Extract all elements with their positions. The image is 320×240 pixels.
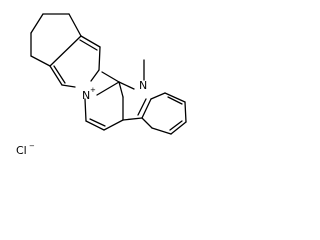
bond xyxy=(80,35,101,48)
bond xyxy=(150,92,166,100)
bond xyxy=(30,13,44,34)
chloride-label: Cl xyxy=(16,144,27,157)
bond xyxy=(151,127,172,135)
ring-c xyxy=(118,81,152,121)
bond xyxy=(170,121,187,135)
bond xyxy=(101,71,120,83)
structure-svg: N + N Cl − xyxy=(16,13,187,157)
bond xyxy=(96,81,120,96)
bond xyxy=(84,98,87,122)
bond xyxy=(167,96,183,105)
bond xyxy=(89,118,106,127)
bond xyxy=(79,39,98,51)
bond xyxy=(90,69,100,82)
bond xyxy=(184,101,187,123)
atom-n-methyl-label: N xyxy=(139,79,147,92)
atom-n-plus: N + xyxy=(82,86,96,102)
ring-d xyxy=(141,92,187,135)
bond xyxy=(137,98,147,116)
molecule-drawing: N + N Cl − xyxy=(0,0,227,166)
bond xyxy=(118,81,124,98)
ring-a xyxy=(49,35,101,88)
chloride-ion: Cl − xyxy=(16,142,35,157)
bond xyxy=(164,92,186,103)
bond xyxy=(118,81,135,90)
chloride-charge: − xyxy=(29,142,35,150)
bond xyxy=(122,117,143,121)
bond xyxy=(169,120,183,131)
bond xyxy=(49,35,82,67)
atom-n-plus-charge: + xyxy=(90,86,96,94)
bond xyxy=(98,46,101,71)
bond xyxy=(30,55,51,67)
ring-b xyxy=(84,69,124,131)
bond xyxy=(61,84,76,88)
saturated-ring xyxy=(30,13,82,67)
bond xyxy=(49,65,63,86)
bond xyxy=(85,120,105,131)
bond xyxy=(53,65,66,84)
bond xyxy=(103,119,124,131)
atom-n-methyl: N xyxy=(139,79,147,92)
bond xyxy=(141,117,153,129)
atom-n-plus-label: N xyxy=(82,89,90,102)
bond xyxy=(141,98,152,119)
bond xyxy=(68,13,82,37)
